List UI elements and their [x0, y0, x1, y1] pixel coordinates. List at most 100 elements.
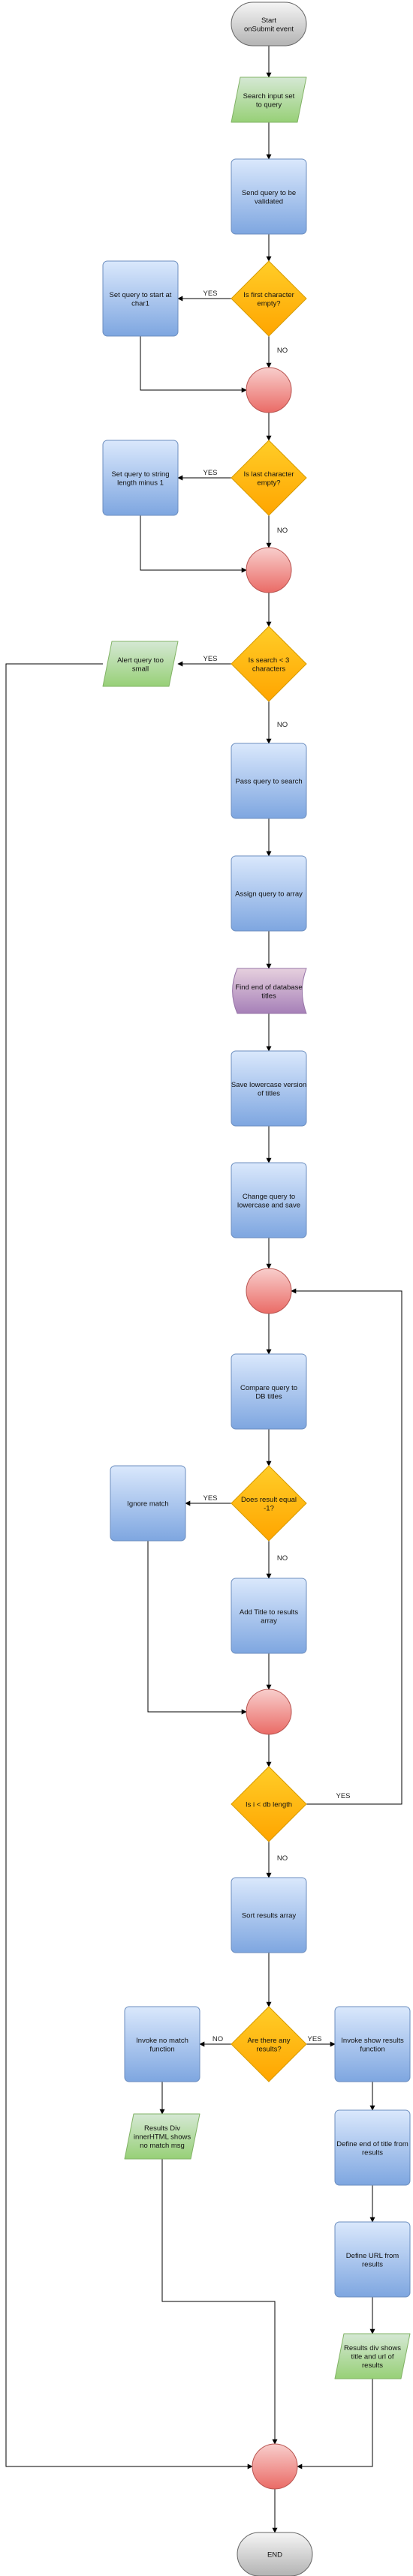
node-label: Are there any [247, 2037, 290, 2045]
node-label: function [149, 2045, 174, 2053]
connector-shape [246, 367, 292, 413]
node-label: Does result equal [241, 1496, 297, 1504]
edge-label-yes: YES [336, 1792, 350, 1800]
node-label: results? [256, 2045, 281, 2053]
node-label: title and url of [351, 2353, 393, 2361]
node-label: small [132, 665, 149, 673]
edge-label-yes: YES [307, 2035, 321, 2043]
node-label: lowercase and save [237, 1201, 300, 1209]
process-shape [231, 855, 307, 932]
node-label: no match msg [140, 2142, 185, 2150]
connector-arrow [161, 2159, 278, 2445]
decision-shape [231, 440, 307, 516]
connector-arrow [147, 1541, 247, 1715]
node-i-less-db: Is i < db length [231, 1766, 307, 1842]
node-label: Results div shows [344, 2344, 401, 2352]
node-loop-merge [246, 1268, 292, 1314]
connector-shape [246, 547, 292, 593]
edge-label-yes: YES [203, 655, 217, 663]
process-shape [334, 2221, 411, 2298]
decision-shape [231, 260, 307, 337]
node-label: function [360, 2045, 384, 2053]
node-label: Is last character [243, 470, 294, 479]
node-label: empty? [257, 299, 280, 308]
process-shape [124, 2006, 200, 2082]
node-label: empty? [257, 479, 280, 487]
process-shape [231, 743, 307, 819]
node-pass-query: Pass query to search [231, 743, 307, 819]
node-label: Pass query to search [235, 778, 302, 786]
connector-arrow [5, 663, 253, 2469]
node-label: Alert query too [117, 656, 164, 665]
node-label: results [362, 2148, 383, 2157]
edge-label-no: NO [213, 2035, 223, 2043]
process-shape [231, 1162, 307, 1238]
edge-label-no: NO [277, 1554, 288, 1563]
node-label: Start [261, 17, 276, 25]
node-label: array [261, 1617, 277, 1625]
node-label: Invoke show results [341, 2037, 404, 2045]
node-label: validated [255, 197, 283, 206]
terminal-shape [237, 2532, 313, 2576]
node-label: Assign query to array [235, 890, 303, 899]
node-label: Define URL from [346, 2252, 399, 2260]
node-final-merge [252, 2443, 298, 2490]
terminal-shape [231, 2, 307, 47]
process-shape [334, 2109, 411, 2186]
node-label: results [362, 2260, 383, 2268]
node-label: Invoke no match [136, 2037, 188, 2045]
process-shape [102, 440, 179, 516]
connector-arrow [297, 2379, 373, 2469]
node-label: END [267, 2551, 282, 2559]
edge-label-no: NO [277, 347, 288, 355]
node-label: results [362, 2361, 383, 2370]
node-label: Find end of database [235, 983, 302, 992]
process-shape [231, 1578, 307, 1654]
decision-shape [231, 626, 307, 702]
process-shape [231, 1050, 307, 1127]
node-label: titles [261, 992, 276, 1000]
node-label: Is i < db length [246, 1801, 292, 1809]
connector-arrow [291, 1288, 402, 1805]
edge-label-yes: YES [203, 469, 217, 477]
node-label: Set query to string [111, 470, 169, 479]
node-merge-3 [246, 1689, 292, 1735]
node-label: char1 [131, 299, 149, 308]
node-label: Sort results array [242, 1912, 297, 1920]
process-shape [231, 158, 307, 235]
edge-label-no: NO [277, 527, 288, 535]
process-shape [231, 1353, 307, 1430]
node-label: Ignore match [127, 1500, 168, 1509]
io-shape [102, 641, 179, 687]
node-assign-query: Assign query to array [231, 855, 307, 932]
connector-shape [252, 2443, 298, 2490]
node-sort-results: Sort results array [231, 1877, 307, 1953]
node-merge-2 [246, 547, 292, 593]
storage-shape [232, 968, 307, 1014]
node-label: Is first character [243, 291, 294, 299]
node-label: -1? [264, 1504, 274, 1512]
edge-label-yes: YES [203, 290, 217, 298]
edge-label-no: NO [277, 721, 288, 729]
node-label: Send query to be [242, 189, 296, 197]
node-label: Compare query to [240, 1384, 297, 1392]
node-label: Is search < 3 [249, 656, 290, 665]
